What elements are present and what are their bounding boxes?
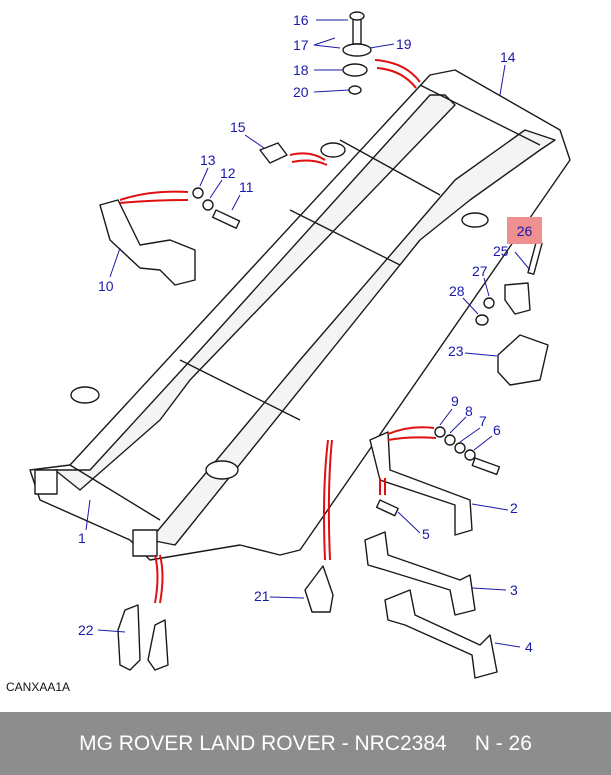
parts-25-28-fasteners: [475, 241, 543, 326]
callout-labels: 16 17 19 18 20 14 15 13 12 11 10 25 27 2…: [78, 12, 533, 655]
callout-8: 8: [465, 403, 473, 419]
callout-14: 14: [500, 49, 516, 65]
callout-22: 22: [78, 622, 94, 638]
callout-19: 19: [396, 36, 412, 52]
part-21-mount: [304, 565, 334, 613]
parts-16-20-mount-stack: [342, 11, 372, 95]
chassis-frame: [29, 69, 571, 561]
callout-6: 6: [493, 422, 501, 438]
diagram-code: CANXAA1A: [6, 680, 71, 694]
parts-11-13-fasteners: [192, 187, 241, 229]
parts-diagram: 16 17 19 18 20 14 15 13 12 11 10 25 27 2…: [29, 11, 571, 679]
part-4-crossmember: [384, 589, 498, 679]
callout-13: 13: [200, 152, 216, 168]
leader-lines: [85, 19, 531, 648]
callout-5: 5: [422, 526, 430, 542]
red-guide-lines: [119, 59, 437, 604]
part-22-bracket: [117, 604, 169, 671]
part-23-bracket: [497, 334, 549, 386]
parts-6-9-fasteners: [434, 426, 501, 476]
callout-2: 2: [510, 500, 518, 516]
part-10-mounting-bracket: [99, 199, 196, 286]
highlighted-callout-26[interactable]: 26: [507, 217, 542, 244]
callout-10: 10: [98, 278, 114, 294]
callout-4: 4: [525, 639, 533, 655]
callout-17: 17: [293, 37, 309, 53]
callout-28: 28: [449, 283, 465, 299]
footer-bar: MG ROVER LAND ROVER - NRC2384 N - 26: [0, 712, 611, 775]
callout-15: 15: [230, 119, 246, 135]
callout-1: 1: [78, 530, 86, 546]
callout-23: 23: [448, 343, 464, 359]
callout-9: 9: [451, 393, 459, 409]
part-2-crossmember: [369, 431, 473, 536]
callout-16: 16: [293, 12, 309, 28]
footer-title: MG ROVER LAND ROVER - NRC2384: [79, 731, 447, 755]
footer-page-number: N - 26: [474, 731, 532, 755]
callout-12: 12: [220, 165, 236, 181]
part-5-bolt: [375, 499, 399, 517]
callout-25: 25: [493, 243, 509, 259]
callout-3: 3: [510, 582, 518, 598]
callout-20: 20: [293, 84, 309, 100]
callout-27: 27: [472, 263, 488, 279]
callout-11: 11: [239, 179, 254, 195]
part-3-crossmember: [364, 531, 476, 616]
callout-18: 18: [293, 62, 309, 78]
callout-21: 21: [254, 588, 270, 604]
part-15-pad: [259, 142, 288, 164]
callout-7: 7: [479, 413, 487, 429]
